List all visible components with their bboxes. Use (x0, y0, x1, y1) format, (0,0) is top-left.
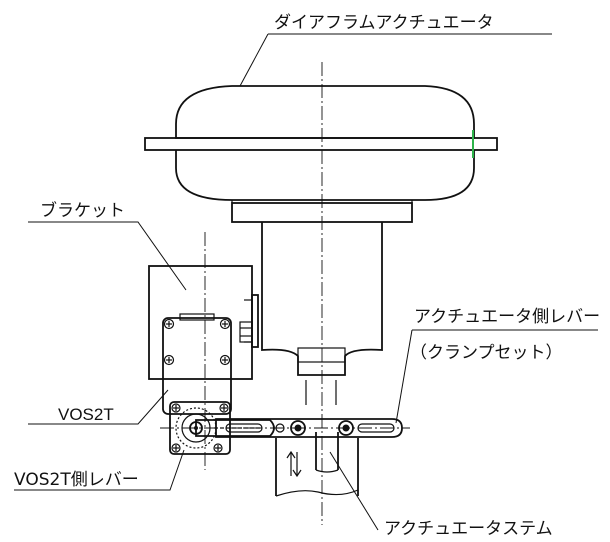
label-vos2t-lever: VOS2T側レバー (14, 470, 139, 490)
screw-icon (219, 318, 231, 330)
screw-icon (163, 318, 175, 330)
screw-icon (219, 354, 231, 366)
screw-icon (213, 443, 223, 453)
label-clamp-set: （クランプセット） (410, 343, 563, 363)
vos2t-positioner (162, 313, 232, 455)
bracket (148, 265, 259, 380)
screw-icon (219, 403, 229, 413)
label-actuator-lever: アクチュエータ側レバー (414, 307, 600, 327)
label-diaphragm-actuator: ダイアフラムアクチュエータ (274, 13, 494, 33)
label-vos2t: VOS2T (58, 405, 114, 424)
label-actuator-stem: アクチュエータステム (384, 519, 553, 539)
diaphragm-housing (144, 85, 498, 201)
actuator-stem-body (275, 380, 359, 497)
label-bracket: ブラケット (40, 200, 125, 221)
hex-bolt-icon (239, 321, 253, 343)
leader-lines (14, 33, 598, 531)
stroke-direction-icon (286, 450, 302, 478)
screw-icon (171, 403, 181, 413)
screw-icon (163, 354, 175, 366)
screw-icon (171, 443, 181, 453)
